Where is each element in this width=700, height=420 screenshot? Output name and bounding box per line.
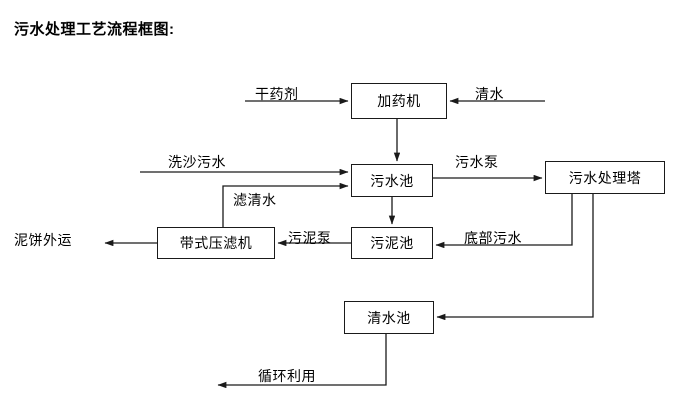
- edge-filtrate-to-sewage-pool: [222, 182, 349, 227]
- terminal-label-recycle: 循环利用: [258, 370, 316, 385]
- node-belt-filter-press[interactable]: 带式压滤机: [157, 227, 275, 259]
- node-clear-water-pool[interactable]: 清水池: [344, 301, 434, 334]
- node-dosing-machine[interactable]: 加药机: [351, 83, 447, 119]
- edge-label-filtered-water: 滤清水: [233, 194, 277, 209]
- edge-label-bottom-wastewater: 底部污水: [464, 232, 522, 247]
- edge-label-dry-chemical: 干药剂: [255, 88, 299, 103]
- node-treatment-tower[interactable]: 污水处理塔: [545, 161, 665, 194]
- edge-label-sewage-pump: 污水泵: [455, 156, 499, 171]
- edge-clear-water-to-recycle: [217, 334, 387, 389]
- edge-tower-to-sludge-pool: [435, 194, 573, 249]
- page-title: 污水处理工艺流程框图:: [14, 21, 175, 38]
- node-sewage-pool[interactable]: 污水池: [351, 164, 433, 197]
- edge-tower-to-clear-water: [436, 194, 594, 321]
- edge-label-sludge-pump: 污泥泵: [288, 232, 332, 247]
- edge-label-sand-wash-wastewater: 洗沙污水: [168, 156, 226, 171]
- node-sludge-pool[interactable]: 污泥池: [351, 227, 433, 259]
- edge-label-clean-water: 清水: [475, 88, 504, 103]
- terminal-label-cake-transport-out: 泥饼外运: [14, 234, 72, 249]
